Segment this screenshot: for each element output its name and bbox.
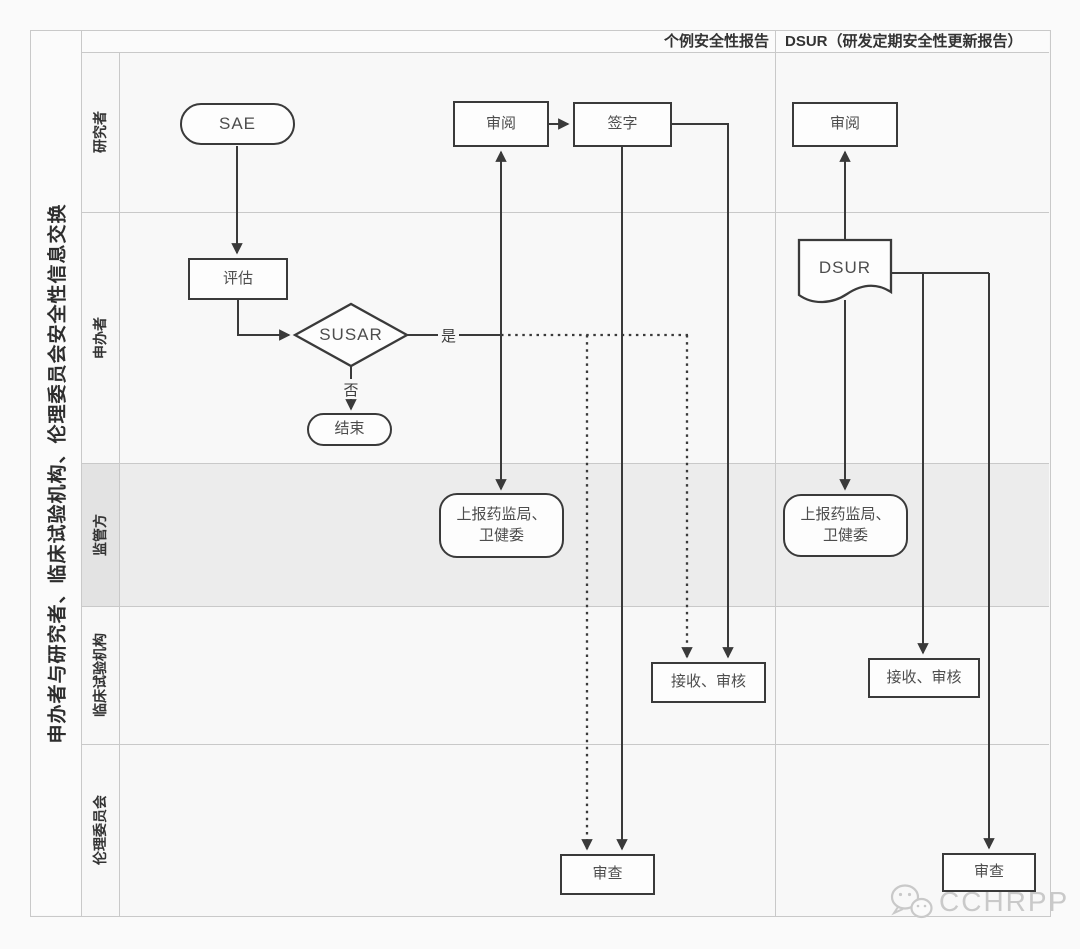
edge-label-yes: 是 bbox=[438, 326, 459, 345]
node-sae: SAE bbox=[180, 103, 295, 145]
node-shangbao-right: 上报药监局、 卫健委 bbox=[783, 494, 908, 557]
grid-line bbox=[119, 52, 120, 916]
grid-line bbox=[81, 463, 1049, 464]
grid-line bbox=[81, 30, 82, 916]
edge-label-no: 否 bbox=[341, 379, 361, 399]
node-shencha-right: 审查 bbox=[942, 853, 1036, 892]
grid-line bbox=[81, 744, 1049, 745]
node-dsur-label: DSUR bbox=[818, 258, 872, 277]
susar-decision-shape bbox=[292, 302, 410, 368]
header-row-cell bbox=[81, 31, 1049, 52]
dsur-document-shape bbox=[797, 238, 893, 304]
node-shenyue-left: 审阅 bbox=[453, 101, 549, 147]
node-jieshou-right: 接收、审核 bbox=[868, 658, 980, 698]
node-pinggu: 评估 bbox=[188, 258, 288, 300]
node-jieshou-left: 接收、审核 bbox=[651, 662, 766, 703]
wechat-logo-icon bbox=[890, 884, 933, 919]
node-susar-label: SUSAR bbox=[319, 325, 383, 344]
title-column-cell bbox=[31, 31, 81, 915]
grid-line bbox=[81, 606, 1049, 607]
node-shangbao-left: 上报药监局、 卫健委 bbox=[439, 493, 564, 558]
node-jieshu: 结束 bbox=[307, 413, 392, 446]
edge-qianzi-jieshou-left bbox=[672, 123, 734, 659]
grid-line bbox=[81, 212, 1049, 213]
edge-pinggu-susar bbox=[237, 300, 291, 341]
node-qianzi: 签字 bbox=[573, 102, 672, 147]
grid-line bbox=[81, 52, 1049, 53]
grid-line bbox=[775, 30, 776, 916]
header-left-column: 个例安全性报告 bbox=[663, 33, 769, 50]
header-right-column: DSUR（研发定期安全性更新报告） bbox=[785, 33, 1023, 50]
node-shencha-left: 审查 bbox=[560, 854, 655, 895]
regulator-lane-label-band bbox=[81, 463, 119, 606]
node-shenyue-right: 审阅 bbox=[792, 102, 898, 147]
